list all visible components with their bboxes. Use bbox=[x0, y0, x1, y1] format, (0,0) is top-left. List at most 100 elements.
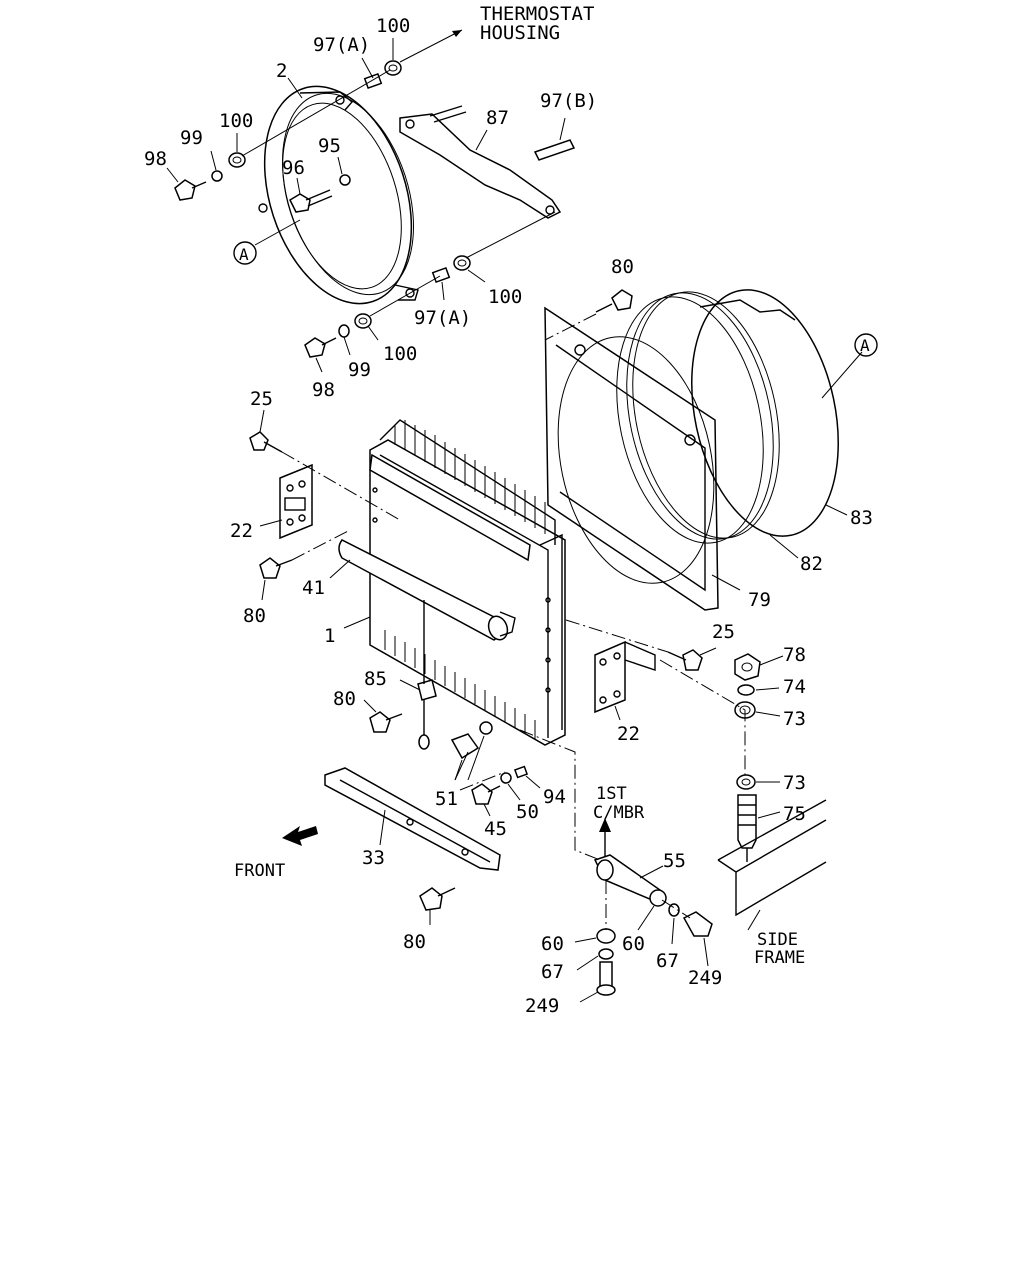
bolt-25-left bbox=[249, 431, 283, 453]
label-87: 87 bbox=[486, 107, 509, 129]
grommet-100-top bbox=[384, 60, 402, 76]
bolt-45 bbox=[471, 783, 501, 805]
crossmember-arrow-icon bbox=[599, 818, 611, 860]
label-97b: 97(B) bbox=[540, 90, 597, 112]
front-arrow-icon bbox=[282, 826, 318, 846]
label-1: 1 bbox=[324, 625, 335, 647]
fan-ring-82 bbox=[616, 291, 780, 544]
label-25-left: 25 bbox=[250, 388, 273, 410]
label-74: 74 bbox=[783, 676, 806, 698]
label-249-a: 249 bbox=[525, 995, 559, 1017]
label-25-right: 25 bbox=[712, 621, 735, 643]
label-99-bot: 99 bbox=[348, 359, 371, 381]
centerlines bbox=[281, 313, 746, 930]
label-41: 41 bbox=[302, 577, 325, 599]
nut-78 bbox=[734, 653, 761, 681]
label-22-right: 22 bbox=[617, 723, 640, 745]
ref-marker-a-right bbox=[854, 333, 878, 357]
lower-tube bbox=[338, 539, 516, 641]
label-82: 82 bbox=[800, 553, 823, 575]
bolt-80-mid bbox=[369, 711, 403, 733]
lower-bracket-33 bbox=[324, 767, 501, 871]
label-front: FRONT bbox=[234, 861, 285, 881]
shroud-panel bbox=[544, 306, 719, 611]
label-97a-top: 97(A) bbox=[313, 34, 370, 56]
upper-tank bbox=[369, 453, 531, 562]
fan-ring-83 bbox=[691, 289, 839, 537]
label-1st: 1ST bbox=[596, 784, 627, 804]
label-73-a: 73 bbox=[783, 708, 806, 730]
label-60-b: 60 bbox=[622, 933, 645, 955]
label-51: 51 bbox=[435, 788, 458, 810]
label-100-top: 100 bbox=[376, 15, 410, 37]
label-78: 78 bbox=[783, 644, 806, 666]
label-79: 79 bbox=[748, 589, 771, 611]
washer-95 bbox=[339, 174, 351, 186]
bolt-80-bot bbox=[419, 887, 456, 911]
label-249-b: 249 bbox=[688, 967, 722, 989]
bolt-25-right bbox=[667, 649, 703, 671]
plug-51 bbox=[450, 721, 493, 760]
washer-67-a bbox=[598, 948, 614, 960]
label-85: 85 bbox=[364, 668, 387, 690]
washer-74 bbox=[737, 684, 755, 696]
nut-73-b bbox=[736, 774, 756, 790]
label-67-b: 67 bbox=[656, 950, 679, 972]
bolt-249-b bbox=[682, 911, 713, 937]
label-100-left: 100 bbox=[219, 110, 253, 132]
bolt-96 bbox=[289, 189, 333, 213]
label-a-right: A bbox=[860, 336, 870, 355]
label-2: 2 bbox=[276, 60, 287, 82]
label-22-left: 22 bbox=[230, 520, 253, 542]
label-98-top: 98 bbox=[144, 148, 167, 170]
label-97a-mid: 97(A) bbox=[414, 307, 471, 329]
label-60-a: 60 bbox=[541, 933, 564, 955]
label-cmbr: C/MBR bbox=[593, 803, 645, 823]
pin-94 bbox=[513, 765, 529, 779]
washer-50 bbox=[500, 772, 512, 784]
radiator-core bbox=[369, 419, 566, 746]
bracket-22-left bbox=[279, 463, 313, 540]
label-thermostat: THERMOSTAT bbox=[480, 3, 594, 25]
label-80-mid: 80 bbox=[333, 688, 356, 710]
bolt-249-a bbox=[596, 961, 616, 996]
label-67-a: 67 bbox=[541, 961, 564, 983]
stay-55 bbox=[593, 854, 667, 907]
leaders-bottom bbox=[259, 351, 863, 1003]
grommet-100-left bbox=[228, 152, 246, 168]
fan-shroud-ring bbox=[258, 85, 419, 305]
washer-99-bot bbox=[338, 324, 350, 338]
leaders-top bbox=[166, 29, 566, 373]
bolt-80-top bbox=[595, 289, 633, 313]
label-a-left: A bbox=[239, 245, 249, 264]
bolt-80-left bbox=[259, 557, 293, 579]
label-33: 33 bbox=[362, 847, 385, 869]
label-94: 94 bbox=[543, 786, 566, 808]
washer-99-top bbox=[211, 170, 223, 182]
bolt-98-bot bbox=[304, 337, 337, 358]
mounting-bracket bbox=[399, 105, 562, 219]
label-housing: HOUSING bbox=[480, 22, 560, 44]
label-50: 50 bbox=[516, 801, 539, 823]
label-83: 83 bbox=[850, 507, 873, 529]
bushing-60-a bbox=[596, 928, 616, 944]
label-45: 45 bbox=[484, 818, 507, 840]
ref-marker-a-left bbox=[233, 241, 257, 265]
label-99-top: 99 bbox=[180, 127, 203, 149]
label-80-bot: 80 bbox=[403, 931, 426, 953]
label-55: 55 bbox=[663, 850, 686, 872]
label-73-b: 73 bbox=[783, 772, 806, 794]
label-75: 75 bbox=[783, 803, 806, 825]
label-100-bot: 100 bbox=[383, 343, 417, 365]
grommet-100-right bbox=[453, 255, 471, 271]
washer-67-b bbox=[668, 903, 680, 917]
label-80-top: 80 bbox=[611, 256, 634, 278]
drain-85 bbox=[417, 600, 437, 750]
label-95: 95 bbox=[318, 135, 341, 157]
label-96: 96 bbox=[282, 157, 305, 179]
pin-97b bbox=[533, 139, 576, 161]
label-80-left: 80 bbox=[243, 605, 266, 627]
bolt-98-top bbox=[174, 179, 207, 201]
side-frame bbox=[717, 799, 827, 917]
